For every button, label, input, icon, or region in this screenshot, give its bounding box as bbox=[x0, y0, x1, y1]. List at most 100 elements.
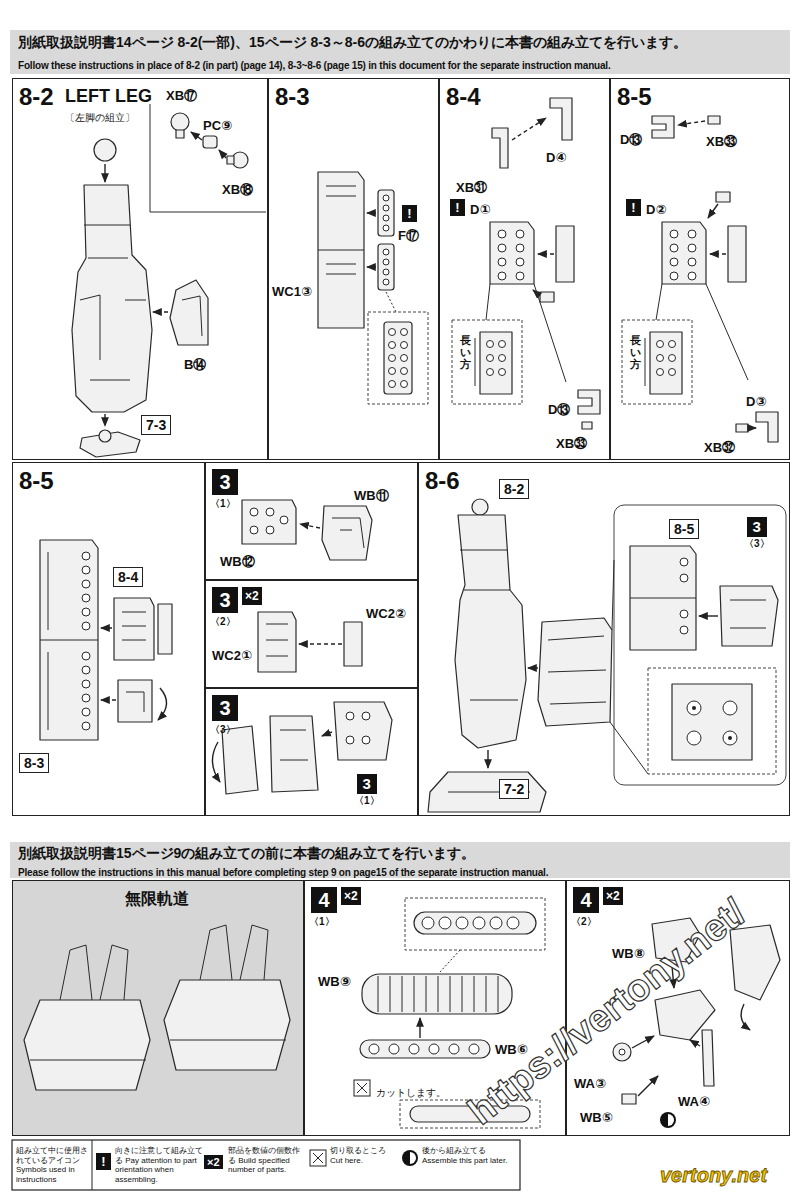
bracket-illustration bbox=[534, 284, 566, 382]
armor-illustration bbox=[318, 186, 364, 274]
label-slot: ! bbox=[96, 1152, 111, 1170]
part-illustration bbox=[638, 1076, 658, 1096]
text-slot: 〈2〉 bbox=[210, 615, 236, 629]
bracket-illustration bbox=[728, 226, 746, 282]
bracket-illustration bbox=[688, 258, 696, 266]
step-panel: 8-3 bbox=[268, 78, 439, 460]
track-illustration bbox=[469, 1044, 479, 1054]
part-name: WA③ bbox=[574, 1076, 606, 1091]
quantity-badge: ×2 bbox=[603, 887, 623, 905]
legend-text: 切り取るところ Cut here. bbox=[330, 1146, 386, 1165]
track-illustration bbox=[405, 898, 545, 950]
text-slot: 〈1〉 bbox=[309, 915, 335, 929]
armor-illustration bbox=[383, 205, 389, 211]
track-illustration bbox=[414, 912, 536, 934]
label-slot: XB㉝ bbox=[556, 434, 587, 452]
label-slot: XB⑰ bbox=[166, 86, 197, 105]
track-illustration bbox=[490, 917, 502, 929]
text-slot: ×2 bbox=[603, 887, 623, 905]
reference-number: 8-3 bbox=[24, 755, 44, 771]
armor-illustration bbox=[82, 608, 90, 616]
bracket-illustration bbox=[499, 355, 506, 362]
text-slot: 8-6 bbox=[425, 467, 460, 495]
leg-illustration bbox=[720, 586, 778, 646]
step-title: LEFT LEG bbox=[65, 86, 152, 106]
bracket-illustration bbox=[688, 272, 696, 280]
bracket-illustration bbox=[498, 258, 506, 266]
part-illustration bbox=[362, 736, 370, 744]
label-slot: D② bbox=[646, 200, 666, 218]
reference-number: 7-2 bbox=[504, 781, 524, 797]
text-slot: 〈2〉 bbox=[571, 915, 597, 929]
part-illustration bbox=[362, 712, 370, 720]
armor-illustration bbox=[318, 172, 428, 404]
armor-illustration bbox=[389, 329, 396, 336]
leg-illustration bbox=[528, 667, 538, 668]
step-number: 3 bbox=[212, 587, 238, 613]
leg-illustration bbox=[723, 731, 737, 745]
armor-illustration bbox=[401, 381, 408, 388]
text-slot: 〈1〉 bbox=[210, 497, 236, 511]
text-slot: 3 bbox=[212, 587, 238, 613]
part-illustration bbox=[299, 643, 342, 644]
armor-illustration bbox=[122, 612, 146, 640]
armor-illustration bbox=[114, 598, 154, 660]
step-number: 4 bbox=[573, 887, 599, 913]
part-illustration bbox=[622, 1094, 636, 1104]
substep-number: 〈2〉 bbox=[210, 615, 236, 629]
leg-illustration bbox=[72, 185, 152, 412]
step-number: 3 bbox=[747, 517, 767, 537]
bracket-illustration bbox=[538, 253, 554, 254]
note-text: 長い方 bbox=[460, 334, 471, 370]
part-name: D④ bbox=[546, 150, 566, 165]
leg-illustration bbox=[460, 550, 518, 700]
track-illustration bbox=[409, 1044, 419, 1054]
part-illustration bbox=[702, 1030, 714, 1086]
text-slot: ×2 bbox=[242, 587, 262, 605]
leg-illustration bbox=[182, 296, 202, 336]
bracket-illustration bbox=[540, 292, 554, 302]
bracket-illustration bbox=[582, 422, 592, 429]
track-illustration bbox=[507, 917, 519, 929]
bracket-illustration bbox=[452, 98, 600, 429]
armor-illustration bbox=[82, 594, 90, 602]
leg-illustration bbox=[630, 598, 696, 599]
bracket-illustration bbox=[516, 244, 524, 252]
text-slot: LEFT LEG bbox=[65, 86, 152, 107]
label-slot: XB⑱ bbox=[222, 180, 253, 199]
bracket-illustration bbox=[670, 258, 678, 266]
armor-illustration bbox=[389, 368, 396, 375]
part-illustration bbox=[632, 1036, 654, 1048]
reference-box: 8-5 bbox=[669, 519, 699, 539]
label-slot: WC1③ bbox=[272, 282, 312, 300]
substep-number: 〈1〉 bbox=[210, 497, 236, 511]
text-slot: 4 bbox=[311, 887, 337, 913]
armor-illustration bbox=[401, 368, 408, 375]
step-number: 8-5 bbox=[19, 467, 54, 494]
text-slot: 8-2 bbox=[19, 83, 54, 111]
legend-item: 切り取るところ Cut here. bbox=[330, 1146, 396, 1165]
bracket-illustration bbox=[710, 253, 726, 254]
note-text: カットします。 bbox=[376, 1087, 446, 1098]
step-number: 3 bbox=[357, 774, 377, 794]
track-illustration bbox=[369, 1044, 379, 1054]
part-name: B⑭ bbox=[184, 357, 206, 372]
armor-illustration bbox=[383, 195, 389, 201]
leg-illustration bbox=[614, 505, 786, 785]
bracket-illustration bbox=[487, 341, 494, 348]
leg-illustration bbox=[472, 499, 488, 515]
bracket-illustration bbox=[487, 369, 494, 376]
part-illustration bbox=[266, 624, 288, 656]
leg-illustration bbox=[227, 156, 234, 164]
step-number: 8-4 bbox=[446, 83, 481, 110]
part-name: D③ bbox=[746, 394, 766, 409]
part-illustration bbox=[322, 732, 332, 736]
leg-illustration bbox=[687, 701, 701, 715]
bracket-illustration bbox=[657, 369, 664, 376]
leg-illustration bbox=[455, 515, 526, 748]
bracket-illustration bbox=[662, 222, 706, 284]
panel-ground bbox=[12, 1140, 520, 1190]
bracket-illustration bbox=[498, 244, 506, 252]
panel-ground bbox=[12, 880, 304, 1136]
